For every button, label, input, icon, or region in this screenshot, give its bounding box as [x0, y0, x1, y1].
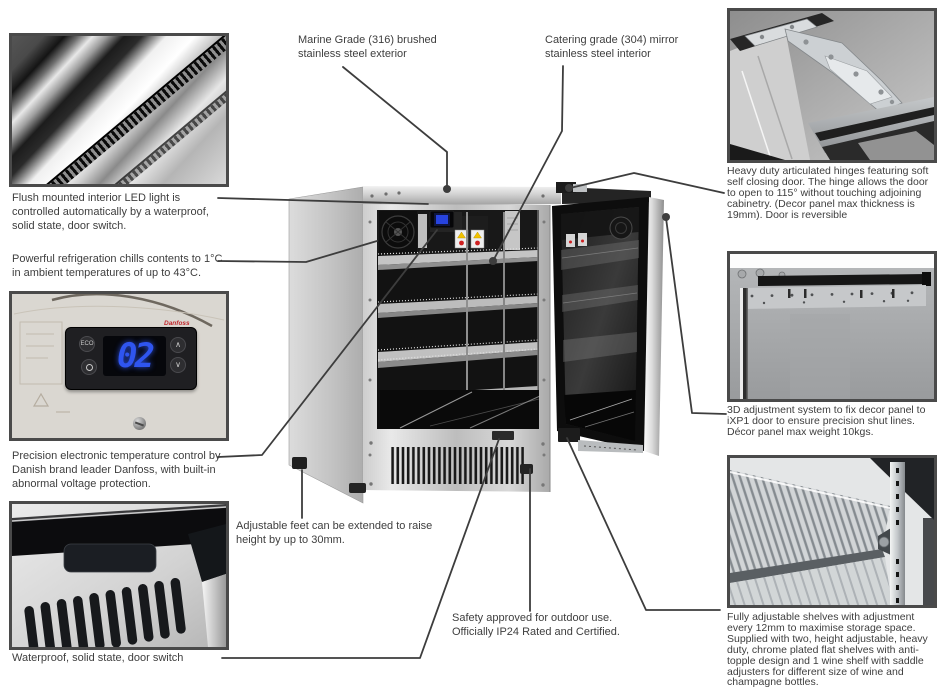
- hinge-image: [727, 8, 937, 163]
- shelves-image: [727, 455, 937, 608]
- danfoss-brand: Danfoss: [164, 320, 190, 327]
- callout-led-text: Flush mounted interior LED light is cont…: [12, 192, 209, 232]
- connector-dots: [443, 184, 670, 265]
- callout-feet-text: Adjustable feet can be extended to raise…: [236, 520, 433, 546]
- shelf-front-bar: [730, 549, 885, 583]
- fridge-foot: [292, 457, 307, 469]
- mounting-rail: [758, 274, 926, 286]
- door-switch-magnet: [63, 543, 157, 573]
- door-exterior-edge: [644, 197, 664, 456]
- led-strip-icon: [12, 36, 226, 184]
- door-switch-sensor: [492, 431, 514, 440]
- callout-safety-text: Safety approved for outdoor use. Officia…: [452, 612, 620, 638]
- vent-slots: [24, 578, 186, 647]
- warning-label-icon: [470, 229, 485, 249]
- fridge-interior: [377, 210, 541, 429]
- door-bottom-hinge: [558, 428, 580, 442]
- connector-hinges: [569, 172, 725, 194]
- callout-catering-interior-text: Catering grade (304) mirror stainless st…: [545, 34, 679, 60]
- connector-lines: [217, 65, 727, 659]
- eco-button: ECO: [79, 336, 95, 352]
- chevron-up-icon: ∧: [175, 340, 181, 349]
- fridge-vent: [369, 431, 545, 487]
- hinge-mount-plate: [744, 18, 818, 47]
- screw-icon: [133, 417, 146, 430]
- power-button: [81, 359, 97, 375]
- callout-decor-panel-text: 3D adjustment system to fix decor panel …: [727, 404, 926, 438]
- temperature-value: 02: [117, 336, 155, 376]
- adjustment-bracket: [744, 285, 926, 309]
- callout-marine-exterior-text: Marine Grade (316) brushed stainless ste…: [298, 34, 437, 60]
- connector-shelves: [566, 437, 721, 611]
- fridge-top-panel: [363, 186, 561, 206]
- callout-hinges-text: Heavy duty articulated hinges featuring …: [727, 165, 929, 221]
- connector-catering: [492, 65, 564, 262]
- callout-door-switch-text: Waterproof, solid state, door switch: [12, 652, 184, 664]
- fridge-open-door: [552, 182, 664, 456]
- callout-temp-control-text: Precision electronic temperature control…: [12, 450, 221, 490]
- temp-controller-image: 02 ECO ∧ ∨ Danfoss: [9, 291, 229, 441]
- fridge-foot: [520, 464, 533, 474]
- callout-shelves-text: Fully adjustable shelves with adjustment…: [727, 611, 928, 689]
- connector-temp-control: [217, 229, 438, 458]
- callout-refrigeration-text: Powerful refrigeration chills contents t…: [12, 253, 223, 279]
- door-mirror-interior: [561, 207, 639, 441]
- led-light-image: [9, 33, 229, 187]
- danfoss-controller: 02 ECO ∧ ∨: [65, 327, 197, 390]
- connector-door-switch: [221, 438, 500, 659]
- schematic-background: [13, 294, 225, 413]
- up-button: ∧: [170, 337, 186, 353]
- glass-top-edge: [12, 508, 226, 556]
- connector-decor: [665, 217, 727, 415]
- wire-shelf: [730, 470, 890, 576]
- down-button: ∨: [170, 357, 186, 373]
- temperature-display: 02: [103, 336, 166, 376]
- interior-display: [429, 210, 455, 229]
- warning-label-icon: [454, 229, 469, 249]
- chevron-down-icon: ∨: [175, 360, 181, 369]
- led-strip-photo: [12, 36, 226, 184]
- connector-led: [217, 197, 429, 205]
- shelf-post: [890, 462, 905, 605]
- fan-icon: [379, 211, 417, 253]
- connector-refrigeration: [217, 240, 378, 263]
- door-switch-image: [9, 501, 229, 650]
- fridge-foot: [349, 483, 366, 493]
- connector-marine: [342, 66, 448, 189]
- power-icon: [85, 363, 93, 371]
- decor-panel-image: [727, 251, 937, 402]
